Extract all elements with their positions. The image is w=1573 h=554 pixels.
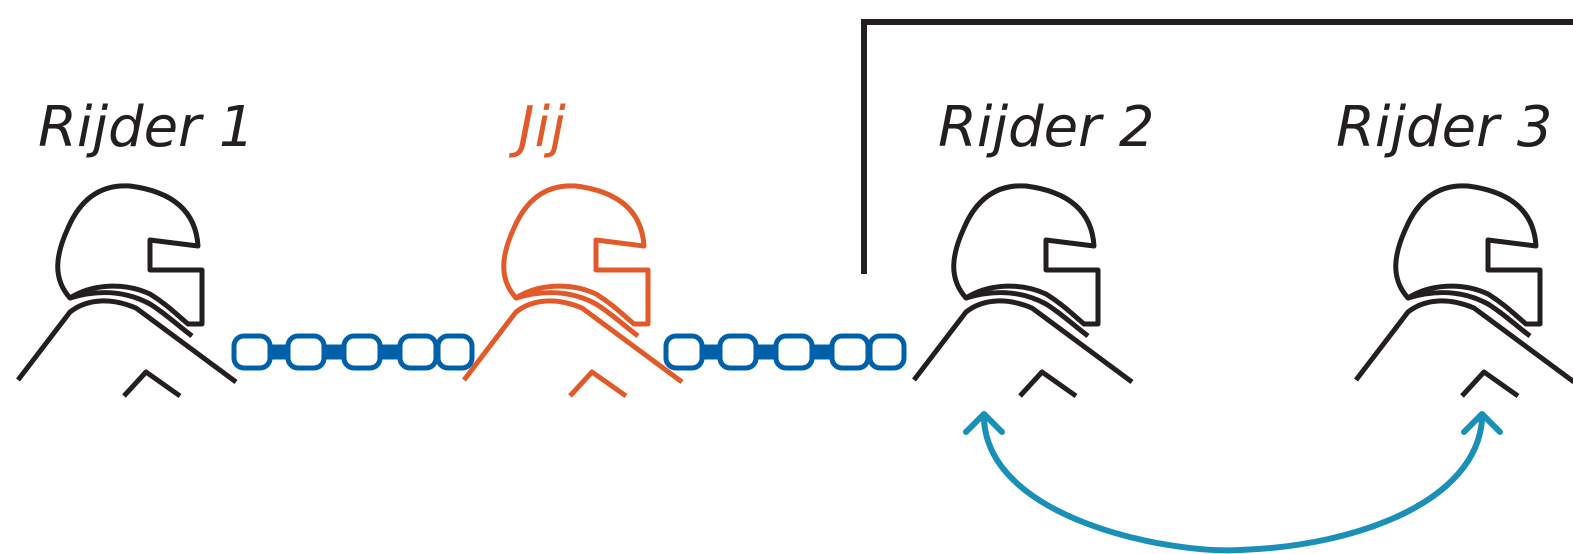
- rider-label-jij: Jij: [508, 95, 566, 160]
- group-frame: [861, 19, 1573, 274]
- chain-link-icon: [232, 336, 472, 368]
- helmet-rider-icon: [914, 186, 1132, 396]
- chain-link-icon: [664, 336, 904, 368]
- rider-label-rijder-1: Rijder 1: [38, 95, 254, 160]
- helmet-rider-icon: [464, 186, 682, 396]
- double-headed-curved-arrow-icon: [963, 411, 1503, 554]
- rider-label-rijder-2: Rijder 2: [938, 95, 1154, 160]
- helmet-rider-icon: [1356, 186, 1573, 396]
- rider-label-rijder-3: Rijder 3: [1336, 95, 1552, 160]
- helmet-rider-icon: [18, 186, 236, 396]
